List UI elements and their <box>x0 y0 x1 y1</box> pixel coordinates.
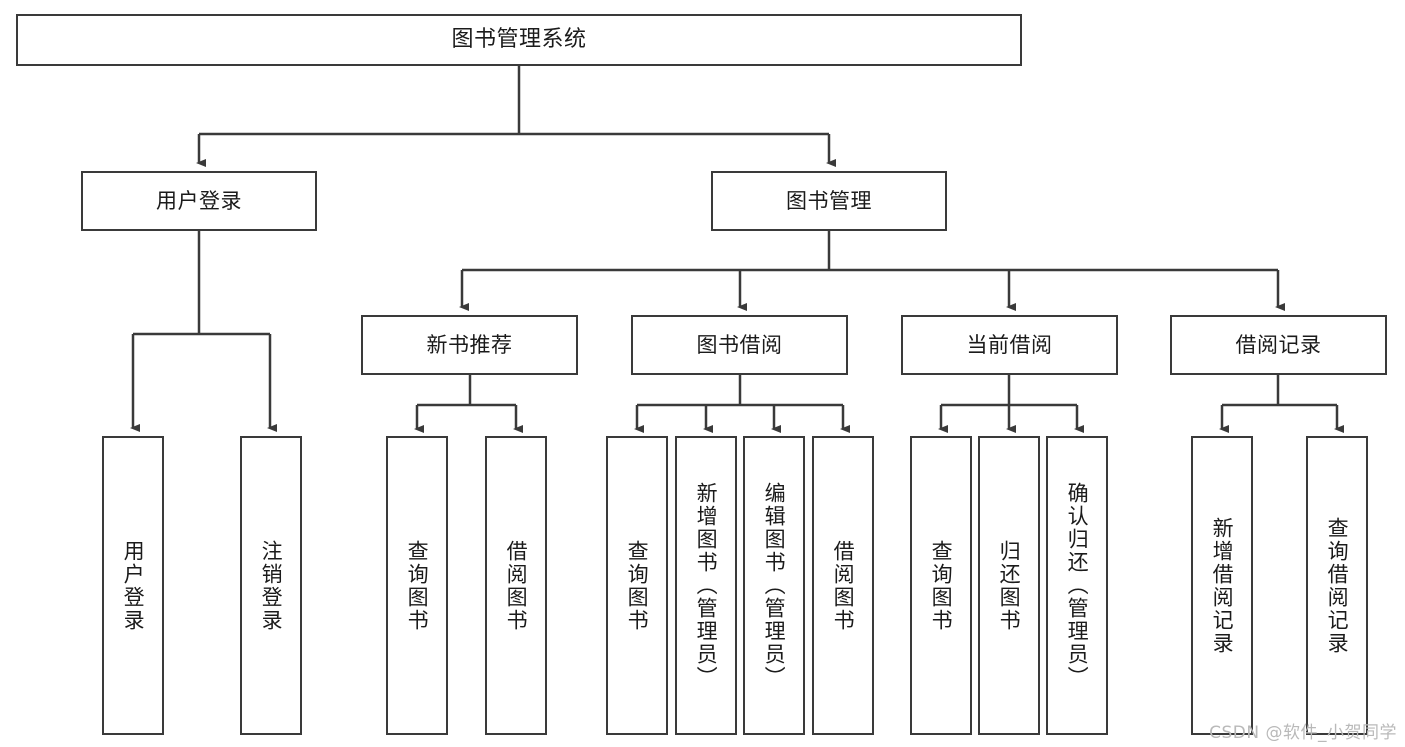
node-label: 图书借阅 <box>696 332 783 357</box>
node-label: 编辑图书（管理员） <box>762 482 787 689</box>
node-book-borrow[interactable]: 图书借阅 <box>631 315 848 375</box>
node-label: 借阅记录 <box>1235 332 1322 357</box>
leaf-book-borrow-borrow-book[interactable]: 借阅图书 <box>812 436 874 735</box>
node-book-management[interactable]: 图书管理 <box>711 171 947 231</box>
csdn-watermark: CSDN @软件_小贺同学 <box>1209 723 1397 743</box>
node-label: 新增借阅记录 <box>1210 516 1235 655</box>
node-label: 图书管理 <box>786 188 872 213</box>
leaf-current-borrow-confirm-return-admin[interactable]: 确认归还（管理员） <box>1046 436 1108 735</box>
leaf-user-login-login[interactable]: 用户登录 <box>102 436 164 735</box>
node-borrow-record[interactable]: 借阅记录 <box>1170 315 1387 375</box>
node-user-login[interactable]: 用户登录 <box>81 171 317 231</box>
leaf-borrow-record-add-record[interactable]: 新增借阅记录 <box>1191 436 1253 735</box>
node-label: 借阅图书 <box>504 539 529 632</box>
node-label: 用户登录 <box>121 539 146 632</box>
node-label: 查询图书 <box>625 539 650 632</box>
node-label: 查询借阅记录 <box>1325 516 1350 655</box>
node-label: 注销登录 <box>259 539 284 632</box>
node-current-borrow[interactable]: 当前借阅 <box>901 315 1118 375</box>
leaf-borrow-record-query-record[interactable]: 查询借阅记录 <box>1306 436 1368 735</box>
node-label: 用户登录 <box>156 188 242 213</box>
node-label: 归还图书 <box>997 539 1022 632</box>
node-label: 确认归还（管理员） <box>1065 482 1090 689</box>
node-label: 查询图书 <box>405 539 430 632</box>
leaf-new-book-borrow-book[interactable]: 借阅图书 <box>485 436 547 735</box>
leaf-book-borrow-query-book[interactable]: 查询图书 <box>606 436 668 735</box>
leaf-current-borrow-return-book[interactable]: 归还图书 <box>978 436 1040 735</box>
leaf-book-borrow-edit-book-admin[interactable]: 编辑图书（管理员） <box>743 436 805 735</box>
node-label: 图书管理系统 <box>451 27 587 53</box>
leaf-new-book-query-book[interactable]: 查询图书 <box>386 436 448 735</box>
node-label: 借阅图书 <box>831 539 856 632</box>
node-root-book-management-system[interactable]: 图书管理系统 <box>16 14 1022 66</box>
node-label: 新增图书（管理员） <box>694 482 719 689</box>
leaf-user-login-logout[interactable]: 注销登录 <box>240 436 302 735</box>
node-label: 当前借阅 <box>966 332 1053 357</box>
node-label: 新书推荐 <box>426 332 513 357</box>
leaf-current-borrow-query-book[interactable]: 查询图书 <box>910 436 972 735</box>
leaf-book-borrow-add-book-admin[interactable]: 新增图书（管理员） <box>675 436 737 735</box>
node-label: 查询图书 <box>929 539 954 632</box>
node-new-book-recommend[interactable]: 新书推荐 <box>361 315 578 375</box>
